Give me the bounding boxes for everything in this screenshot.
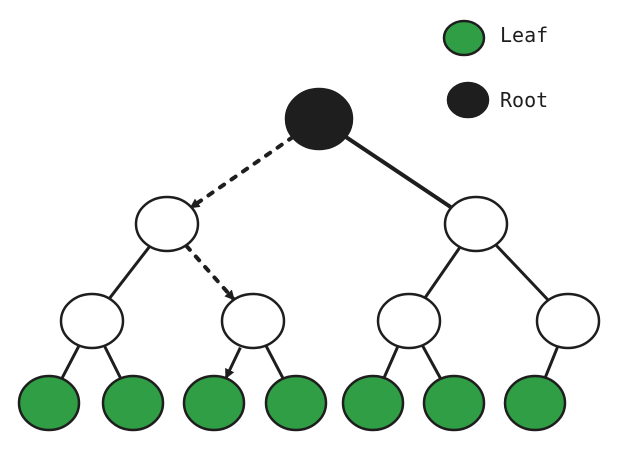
node-leaf-6 (422, 374, 486, 432)
node-leaf-5 (341, 374, 405, 432)
edge-l1-right-to-l2-d (494, 243, 550, 302)
node-l2-d (535, 292, 601, 350)
node-l1-right (443, 195, 509, 253)
node-leaf-7 (503, 374, 567, 432)
node-l2-a (59, 292, 125, 350)
edge-l2-c-to-leaf-5 (382, 346, 399, 379)
node-leaf-4 (264, 374, 328, 432)
nodes-layer (17, 87, 601, 432)
node-leaf-3 (182, 374, 246, 432)
legend-swatch-leaf (442, 19, 486, 57)
edge-l1-left-to-l2-a (108, 245, 151, 300)
edge-l2-c-to-leaf-6 (421, 345, 442, 380)
edge-root-to-l1-left (189, 134, 296, 210)
legend-swatch-root (446, 81, 490, 119)
edge-l2-b-to-leaf-4 (265, 345, 285, 380)
node-leaf-1 (17, 374, 81, 432)
legend (442, 19, 490, 119)
edges-layer (60, 134, 559, 380)
node-l1-left (134, 195, 200, 253)
legend-label-root: Root (500, 88, 549, 112)
node-root (284, 87, 354, 151)
edge-l2-a-to-leaf-1 (60, 345, 80, 380)
node-l2-b (220, 292, 286, 350)
legend-label-leaf: Leaf (500, 23, 549, 47)
edge-l2-b-to-leaf-3 (224, 346, 242, 380)
edge-l2-a-to-leaf-2 (103, 345, 122, 380)
node-l2-c (376, 292, 442, 350)
edge-root-to-l1-right (343, 134, 454, 210)
edge-l2-d-to-leaf-7 (544, 346, 559, 379)
edge-l1-left-to-l2-b (184, 244, 236, 301)
edge-l1-right-to-l2-c (424, 246, 461, 299)
node-leaf-2 (101, 374, 165, 432)
